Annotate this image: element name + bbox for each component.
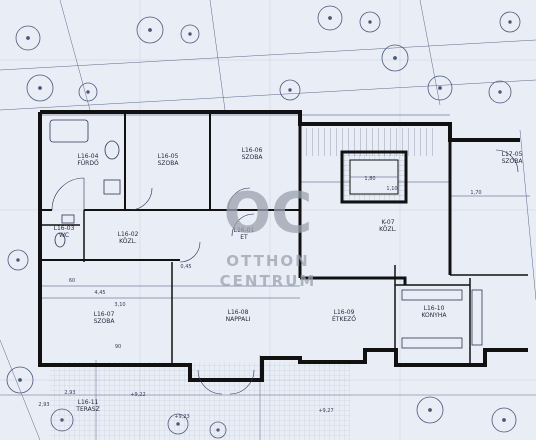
dimension-text: 0,45 bbox=[180, 264, 191, 270]
dimension-text: 2,93 bbox=[64, 390, 75, 396]
terrace-paving bbox=[50, 362, 350, 440]
walls bbox=[38, 110, 528, 382]
watermark-logo-mark: OC bbox=[224, 181, 313, 246]
dimension-text: 90 bbox=[115, 344, 121, 350]
door-swings bbox=[51, 149, 519, 395]
bathroom-fixtures bbox=[49, 119, 121, 248]
dimension-text: 1,80 bbox=[364, 176, 375, 182]
dimension-text: 3,10 bbox=[114, 302, 125, 308]
dimension-text: 4,45 bbox=[94, 290, 105, 296]
dimension-lines bbox=[40, 114, 530, 299]
dimension-text: 1,10 bbox=[386, 186, 397, 192]
dimension-text: 2,93 bbox=[38, 402, 49, 408]
dimension-text: +9,23 bbox=[174, 414, 189, 420]
kitchen-counters bbox=[401, 289, 483, 349]
dimension-labels: 4,45 3,10 1,80 1,10 1,70 90 60 0,45 +9,2… bbox=[38, 176, 481, 420]
dimension-text: +9,22 bbox=[130, 392, 145, 398]
stair-core bbox=[306, 128, 436, 204]
watermark-line-2: CENTRUM bbox=[220, 272, 317, 290]
watermark-logo: OC OTTHON CENTRUM bbox=[220, 181, 317, 290]
dimension-text: 60 bbox=[69, 278, 75, 284]
dimension-text: 1,70 bbox=[470, 190, 481, 196]
watermark-line-1: OTTHON bbox=[226, 252, 309, 270]
dimension-text: +9,27 bbox=[318, 408, 333, 414]
